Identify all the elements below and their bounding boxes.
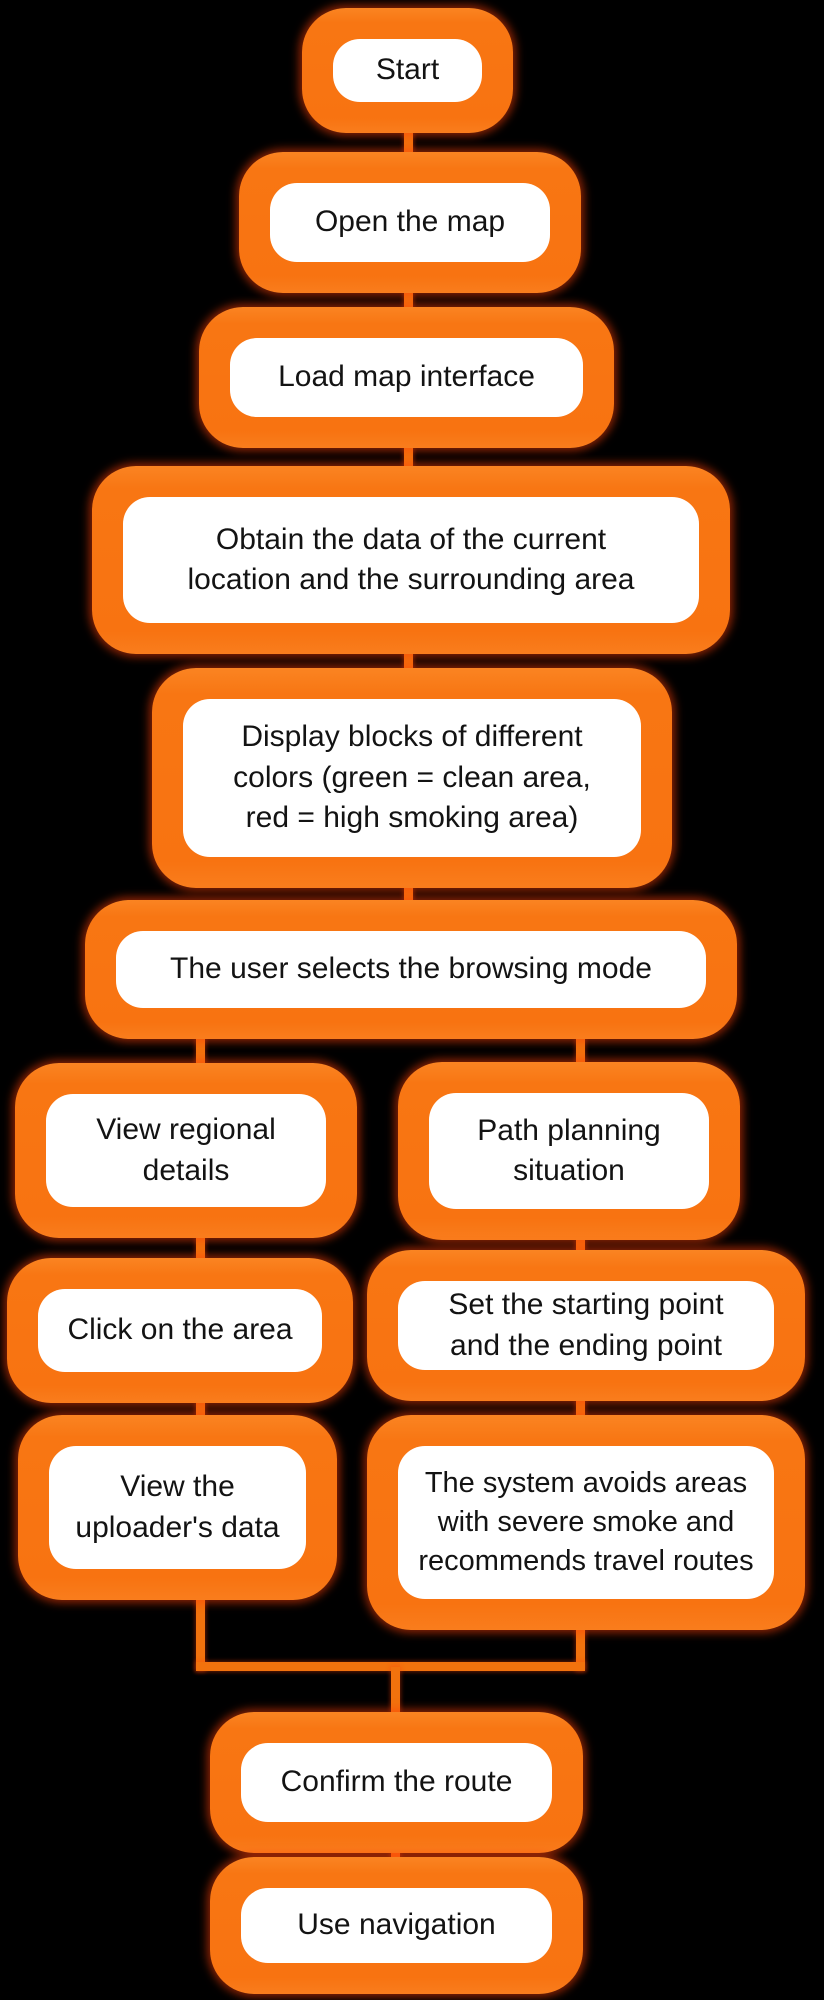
flow-node-view-uploader-data-label: View the uploader's data bbox=[49, 1446, 306, 1569]
flow-node-set-points-label: Set the starting point and the ending po… bbox=[398, 1281, 774, 1370]
edge-merge-confirm-route bbox=[391, 1667, 400, 1712]
flow-node-display-blocks-label: Display blocks of different colors (gree… bbox=[183, 699, 641, 857]
flow-node-open-map-label: Open the map bbox=[270, 183, 550, 262]
flow-node-view-uploader-data: View the uploader's data bbox=[18, 1415, 337, 1600]
flow-node-path-planning-label: Path planning situation bbox=[429, 1093, 709, 1209]
flow-node-use-navigation-label: Use navigation bbox=[241, 1888, 552, 1963]
flow-node-avoid-smoke-label: The system avoids areas with severe smok… bbox=[398, 1446, 774, 1599]
flow-node-display-blocks: Display blocks of different colors (gree… bbox=[152, 668, 672, 888]
edge-avoid-smoke-merge bbox=[576, 1630, 585, 1671]
edge-select-mode-view-regional bbox=[196, 1039, 205, 1063]
edge-open-map-load-map bbox=[404, 293, 413, 307]
edge-set-points-avoid-smoke bbox=[576, 1401, 585, 1415]
flow-node-avoid-smoke: The system avoids areas with severe smok… bbox=[367, 1415, 805, 1630]
edge-load-map-obtain-data bbox=[404, 448, 413, 466]
flow-node-open-map: Open the map bbox=[239, 152, 581, 293]
flow-node-start-label: Start bbox=[333, 39, 482, 102]
edge-confirm-route-use-navigation bbox=[391, 1853, 400, 1857]
edge-start-open-map bbox=[404, 133, 413, 152]
flow-node-click-on-area: Click on the area bbox=[7, 1258, 353, 1403]
edge-obtain-data-display-blocks bbox=[404, 654, 413, 668]
flow-node-confirm-route: Confirm the route bbox=[210, 1712, 583, 1853]
flow-node-start: Start bbox=[302, 8, 513, 133]
edge-select-mode-path-planning bbox=[576, 1039, 585, 1062]
flow-node-use-navigation: Use navigation bbox=[210, 1857, 583, 1994]
flow-node-load-map-interface-label: Load map interface bbox=[230, 338, 583, 417]
flow-node-obtain-data-label: Obtain the data of the current location … bbox=[123, 497, 699, 623]
flow-node-load-map-interface: Load map interface bbox=[199, 307, 614, 448]
edge-path-planning-set-points bbox=[576, 1240, 585, 1250]
edge-click-area-view-uploader bbox=[196, 1403, 205, 1415]
edge-view-regional-click-area bbox=[196, 1238, 205, 1258]
flow-node-click-on-area-label: Click on the area bbox=[38, 1289, 322, 1372]
flow-node-confirm-route-label: Confirm the route bbox=[241, 1743, 552, 1822]
flow-node-path-planning: Path planning situation bbox=[398, 1062, 740, 1240]
flow-node-obtain-data: Obtain the data of the current location … bbox=[92, 466, 730, 654]
flow-node-set-points: Set the starting point and the ending po… bbox=[367, 1250, 805, 1401]
flow-node-view-regional-details-label: View regional details bbox=[46, 1094, 326, 1207]
edge-merge-horizontal bbox=[196, 1662, 585, 1671]
flow-node-select-browsing-mode: The user selects the browsing mode bbox=[85, 900, 737, 1039]
flow-node-select-browsing-mode-label: The user selects the browsing mode bbox=[116, 931, 706, 1008]
edge-display-blocks-select-mode bbox=[404, 888, 413, 900]
flow-node-view-regional-details: View regional details bbox=[15, 1063, 357, 1238]
edge-view-uploader-merge bbox=[196, 1600, 205, 1671]
